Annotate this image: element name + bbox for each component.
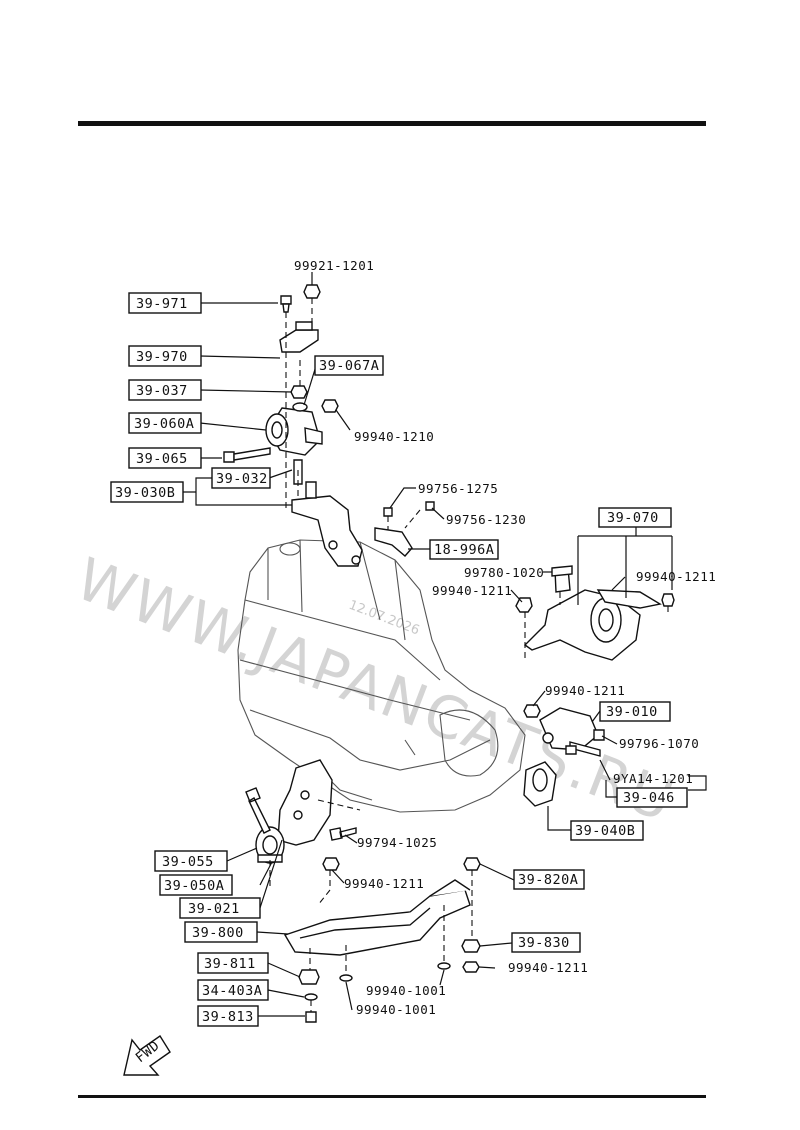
fastener-99796-1070: 99796-1070 [619,736,699,751]
svg-text:39-010: 39-010 [606,704,658,720]
svg-text:39-055: 39-055 [162,854,214,870]
svg-text:39-050A: 39-050A [164,878,224,894]
fastener-99940-1211-c: 99940-1211 [545,683,625,698]
part-code-39-037: 39-037 [128,379,202,401]
svg-text:39-060A: 39-060A [134,416,194,432]
bolt-39-065 [223,451,235,463]
fastener-99794-1025: 99794-1025 [357,835,437,850]
svg-text:39-070: 39-070 [607,510,659,526]
svg-text:18-996A: 18-996A [434,542,494,558]
part-code-39-971: 39-971 [128,292,202,314]
nut-39-820A [463,857,481,871]
washer-39-067A [292,402,308,412]
washer-34-403A [304,993,318,1001]
fastener-99940-1211-b: 99940-1211 [636,569,716,584]
svg-text:39-037: 39-037 [136,383,188,399]
fastener-99780-1020: 99780-1020 [464,565,544,580]
washer-99940-1001-a [437,962,451,970]
stopper-39-971 [280,295,292,305]
upper-mount-stack [223,284,363,567]
part-code-39-830: 39-830 [511,932,581,953]
fastener-99940-1001-b: 99940-1001 [356,1002,436,1017]
part-code-39-970: 39-970 [128,345,202,367]
part-code-34-403A: 34-403A [197,979,269,1001]
bracket-18-996A [374,501,435,557]
nut-99940-1211-bottom [462,961,480,973]
part-code-39-065: 39-065 [128,447,202,469]
svg-text:39-040B: 39-040B [575,823,635,839]
part-code-39-032: 39-032 [211,467,271,489]
part-code-39-030B: 39-030B [110,481,184,503]
part-code-39-060A: 39-060A [128,412,202,434]
svg-text:39-800: 39-800 [192,925,244,941]
fastener-99940-1211-d: 99940-1211 [344,876,424,891]
rubber-mount-39-040B [523,761,557,807]
bracket-39-030B [291,481,363,567]
rubber-mount-39-060A [265,407,323,456]
fastener-99940-1001-a: 99940-1001 [366,983,446,998]
part-code-39-813: 39-813 [197,1005,259,1027]
fastener-99921-1201: 99921-1201 [294,258,374,273]
nut-39-830 [461,939,481,953]
svg-text:39-021: 39-021 [188,901,240,917]
nut-39-037 [290,385,308,399]
fastener-code-labels: 99921-1201 99940-1210 99756-1275 99756-1… [294,258,716,1017]
part-code-39-010: 39-010 [599,701,671,722]
fastener-99756-1275: 99756-1275 [418,481,498,496]
part-code-39-055: 39-055 [154,850,228,872]
part-code-39-040B: 39-040B [570,820,644,841]
svg-text:39-811: 39-811 [204,956,256,972]
bolt-39-813 [305,1011,317,1023]
crossmember-39-800 [283,879,471,956]
bolt-39-055 [245,787,271,834]
svg-text:39-065: 39-065 [136,451,188,467]
mount-bracket-39-021 [277,759,333,846]
svg-text:39-971: 39-971 [136,296,188,312]
part-code-39-046: 39-046 [616,787,688,808]
svg-text:34-403A: 34-403A [202,983,262,999]
svg-text:39-970: 39-970 [136,349,188,365]
nut-39-811 [298,969,320,985]
part-code-39-820A: 39-820A [513,869,585,890]
top-rule [78,121,706,126]
svg-text:39-820A: 39-820A [518,872,578,888]
fastener-99940-1210: 99940-1210 [354,429,434,444]
fwd-arrow-icon: FWD [123,1035,171,1076]
nut-99921-1201 [303,284,321,299]
part-code-18-996A: 18-996A [429,539,499,560]
part-code-39-811: 39-811 [197,952,269,974]
bottom-rule [78,1095,706,1098]
nut-99940-1210 [321,399,339,413]
part-code-39-050A: 39-050A [159,874,233,896]
fastener-99940-1211-a: 99940-1211 [432,583,512,598]
part-code-39-067A: 39-067A [314,355,384,376]
bolt-99794-1025 [329,827,357,841]
washer-99940-1001-b [339,974,353,982]
svg-text:39-067A: 39-067A [319,358,379,374]
svg-text:39-830: 39-830 [518,935,570,951]
mount-bracket-39-010 [523,704,605,757]
part-code-39-070: 39-070 [598,507,672,528]
part-code-39-021: 39-021 [179,897,261,919]
svg-text:39-030B: 39-030B [115,485,175,501]
fastener-99940-1211-e: 99940-1211 [508,960,588,975]
engine-block-outline [237,539,526,813]
svg-text:39-813: 39-813 [202,1009,254,1025]
nut-99940-1211-left [322,857,340,871]
part-code-labels: 39-971 39-970 39-067A 39-037 39-060A 39-… [110,292,688,1027]
fastener-99756-1230: 99756-1230 [446,512,526,527]
fastener-9YA14-1201: 9YA14-1201 [613,771,693,786]
mount-assembly-39-070 [515,565,675,661]
leader-lines [183,272,707,1017]
watermark-date: 12.07.2026 [347,598,422,639]
svg-text:39-032: 39-032 [216,471,268,487]
svg-text:39-046: 39-046 [623,790,675,806]
part-code-39-800: 39-800 [184,921,258,943]
